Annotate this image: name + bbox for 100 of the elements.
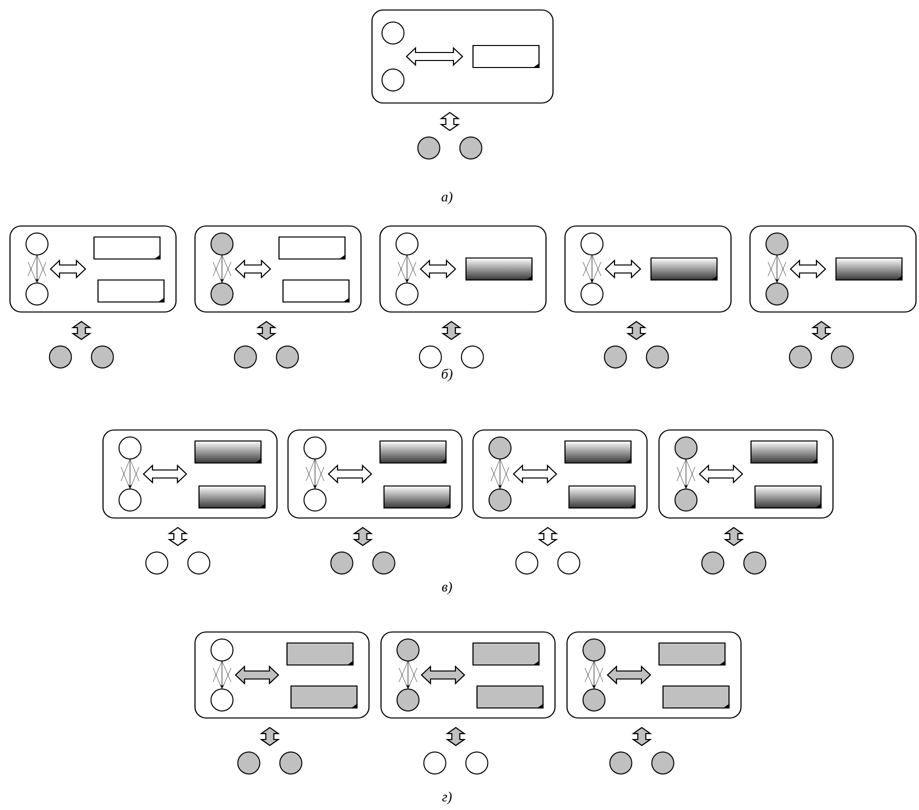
document-shape — [472, 44, 540, 68]
document-shape — [97, 279, 165, 303]
circle — [145, 552, 168, 574]
circle — [234, 346, 257, 368]
panel-caption: в) — [442, 582, 452, 594]
double-arrow — [420, 665, 466, 685]
double-arrow — [512, 464, 558, 484]
circle — [580, 282, 604, 306]
circle — [646, 346, 669, 368]
circle — [609, 752, 632, 774]
panel-box — [749, 225, 917, 313]
circle — [580, 232, 604, 256]
double-arrow — [790, 259, 826, 279]
circle — [396, 638, 420, 662]
panel-box — [102, 429, 278, 519]
double-arrow — [234, 665, 280, 685]
arrow — [314, 459, 316, 488]
double-arrow — [698, 464, 744, 484]
double-arrow — [234, 259, 272, 279]
panel-box — [380, 631, 556, 719]
document-shape — [564, 440, 632, 464]
panel-box — [566, 631, 742, 719]
document-shape — [835, 257, 903, 281]
panel-box — [194, 225, 362, 313]
document-shape — [194, 440, 262, 464]
document-shape — [383, 485, 451, 509]
double-arrow — [50, 259, 86, 279]
circle — [304, 488, 326, 512]
circle — [465, 752, 488, 774]
arrow — [592, 661, 596, 688]
circle — [701, 552, 724, 574]
circle — [766, 282, 788, 306]
double-arrow — [604, 259, 642, 279]
document-shape — [282, 279, 350, 303]
panel-box — [287, 429, 463, 519]
circle — [210, 232, 234, 256]
document-shape — [750, 440, 818, 464]
document-shape — [465, 257, 533, 281]
circle — [515, 552, 538, 574]
circle — [90, 346, 114, 368]
circle — [674, 488, 698, 512]
circle — [423, 752, 446, 774]
double-arrow — [420, 259, 456, 279]
circle — [276, 346, 299, 368]
circle — [743, 552, 766, 574]
circle — [210, 688, 234, 712]
circle — [382, 68, 404, 92]
circle — [460, 346, 484, 368]
document-shape — [93, 236, 161, 260]
circle — [304, 436, 326, 460]
circle — [557, 552, 580, 574]
panel-box — [9, 225, 177, 313]
arrow — [590, 255, 594, 282]
panel-caption: б) — [442, 368, 452, 382]
circle — [788, 346, 812, 368]
panel-box — [194, 631, 370, 719]
double-arrow — [606, 665, 652, 685]
circle — [26, 232, 48, 256]
panel-box — [564, 225, 732, 313]
document-shape — [278, 236, 346, 260]
document-shape — [568, 485, 636, 509]
circle — [604, 346, 627, 368]
circle — [210, 638, 234, 662]
panel-caption: г) — [442, 792, 452, 804]
circle — [382, 22, 404, 44]
circle — [187, 552, 210, 574]
arrow — [36, 255, 38, 282]
circle — [582, 688, 606, 712]
document-shape — [658, 642, 726, 666]
arrow — [498, 459, 502, 488]
circle — [210, 282, 234, 306]
document-shape — [286, 642, 354, 666]
double-arrow — [406, 46, 464, 66]
double-arrow — [328, 464, 372, 484]
arrow — [220, 255, 224, 282]
circle — [26, 282, 48, 306]
document-shape — [379, 440, 447, 464]
panel-caption: а) — [442, 192, 452, 204]
document-shape — [472, 642, 540, 666]
arrow — [406, 661, 410, 688]
circle — [830, 346, 854, 368]
arrow — [220, 661, 224, 688]
circle — [237, 752, 260, 774]
circle — [459, 136, 482, 160]
circle — [118, 488, 142, 512]
circle — [396, 282, 418, 306]
circle — [488, 488, 512, 512]
circle — [118, 436, 142, 460]
circle — [372, 552, 396, 574]
document-shape — [650, 257, 718, 281]
arrow — [406, 255, 408, 282]
circle — [48, 346, 72, 368]
circle — [651, 752, 674, 774]
circle — [766, 232, 788, 256]
document-shape — [290, 685, 358, 709]
circle — [582, 638, 606, 662]
circle — [418, 346, 442, 368]
panel-box — [379, 225, 547, 313]
arrow — [128, 459, 132, 488]
arrow — [684, 459, 688, 488]
